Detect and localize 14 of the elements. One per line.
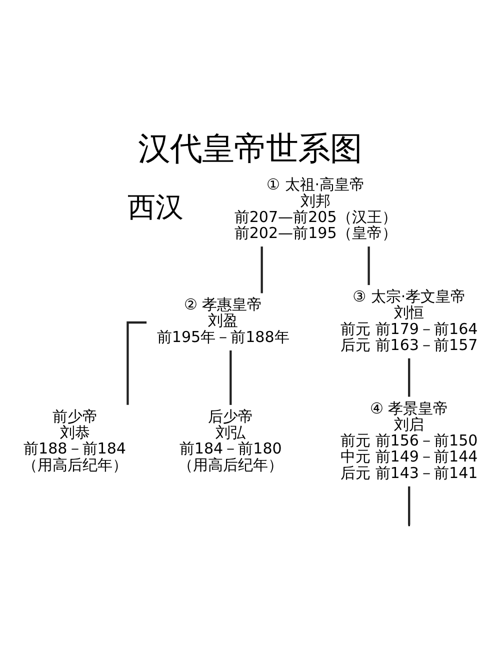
connector	[408, 358, 410, 396]
connector	[126, 320, 147, 404]
connector	[368, 246, 370, 285]
node-text: ④ 孝景皇帝 刘启 前元 前156－前150 中元 前149－前144 后元 前143－前141	[340, 398, 478, 482]
node-text: ① 太祖·高皇帝 刘邦 前207—前205（汉王） 前202—前195（皇帝）	[234, 175, 397, 242]
label: 西汉	[127, 190, 184, 224]
node-text: ③ 太宗·孝文皇帝 刘恒 前元 前179－前164 后元 前163－前157	[340, 287, 478, 354]
connector	[408, 486, 410, 524]
connector	[260, 246, 263, 293]
diagram-title: 汉代皇帝世系图	[138, 128, 362, 167]
node-text: ② 孝惠皇帝 刘盈 前195年－前188年	[156, 295, 290, 346]
node-text: 前少帝 刘恭 前188－前184 （用高后纪年）	[22, 406, 128, 474]
connector	[230, 350, 232, 404]
node-text: 后少帝 刘弘 前184－前180 （用高后纪年）	[178, 406, 284, 474]
